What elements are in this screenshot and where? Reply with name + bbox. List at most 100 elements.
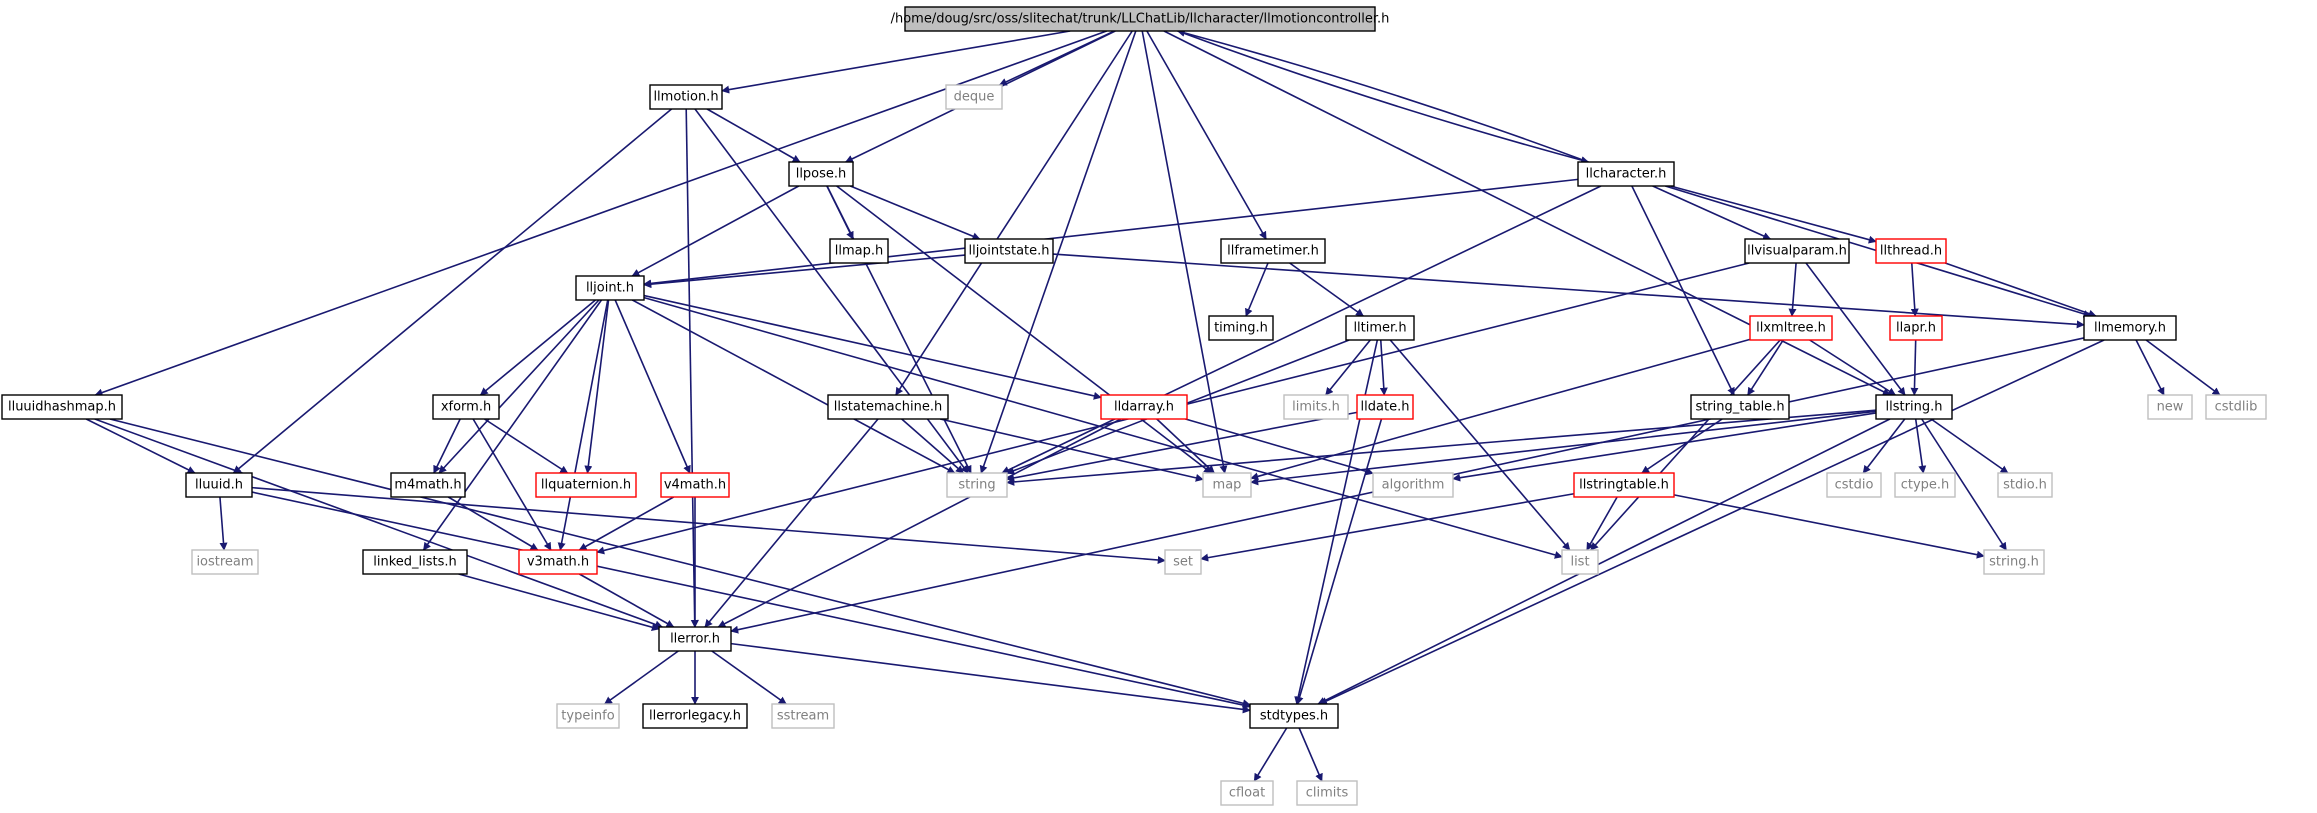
edge-llstatemachine-to-llerror bbox=[704, 418, 879, 628]
edge-llpose-to-lljointstate bbox=[849, 185, 981, 240]
edge-llcharacter-to-llvisualparam bbox=[1652, 185, 1772, 240]
node-label: lljointstate.h bbox=[968, 244, 1049, 259]
edge-lljoint-to-xform bbox=[479, 299, 596, 396]
node-m4math[interactable]: m4math.h bbox=[390, 472, 466, 498]
edge-llstring-to-algorithm bbox=[1452, 412, 1877, 482]
node-label: algorithm bbox=[1382, 478, 1445, 493]
node-label: lldate.h bbox=[1361, 400, 1410, 415]
edge-lluuidhashmap-to-llerror bbox=[94, 418, 664, 629]
edge-root-to-llcharacter bbox=[1177, 30, 1590, 164]
node-box bbox=[946, 472, 1008, 498]
edge-llapr-to-llstring bbox=[1910, 339, 1919, 396]
node-xform[interactable]: xform.h bbox=[432, 394, 500, 420]
node-label: limits.h bbox=[1292, 400, 1340, 415]
node-label: llframetimer.h bbox=[1227, 244, 1319, 259]
node-sstream: sstream bbox=[771, 703, 835, 729]
node-box bbox=[2147, 394, 2193, 420]
node-box bbox=[1749, 315, 1833, 341]
node-lljoint[interactable]: lljoint.h bbox=[575, 275, 645, 301]
edge-v3math-to-llerror bbox=[578, 573, 675, 628]
node-stdtypes[interactable]: stdtypes.h bbox=[1249, 703, 1339, 729]
edge-llthread-to-llmemory bbox=[1944, 262, 2097, 318]
node-label: list bbox=[1570, 555, 1589, 570]
node-box bbox=[1345, 315, 1415, 341]
node-llerror[interactable]: llerror.h bbox=[658, 626, 732, 652]
node-lldate[interactable]: lldate.h bbox=[1356, 394, 1414, 420]
edge-llstringtable-to-list bbox=[1586, 496, 1618, 551]
node-llapr[interactable]: llapr.h bbox=[1889, 315, 1943, 341]
edge-stdtypes-to-climits bbox=[1298, 727, 1323, 782]
node-label: llcharacter.h bbox=[1586, 167, 1667, 182]
node-linked-lists[interactable]: linked_lists.h bbox=[362, 549, 468, 575]
node-lljointstate[interactable]: lljointstate.h bbox=[964, 238, 1054, 264]
edge-lljoint-to-m4math bbox=[438, 299, 600, 474]
edge-root-to-lluuidhashmap bbox=[94, 30, 1107, 397]
edge-llstringtable-to-set bbox=[1200, 492, 1575, 562]
edge-llframetimer-to-lltimer bbox=[1289, 262, 1364, 317]
node-string-table[interactable]: string_table.h bbox=[1690, 394, 1790, 420]
node-llerrorlegacy[interactable]: llerrorlegacy.h bbox=[642, 703, 748, 729]
node-llstringtable[interactable]: llstringtable.h bbox=[1573, 472, 1675, 498]
node-llmotion[interactable]: llmotion.h bbox=[649, 84, 723, 110]
node-llframetimer[interactable]: llframetimer.h bbox=[1220, 238, 1326, 264]
node-lluuidhashmap[interactable]: lluuidhashmap.h bbox=[1, 394, 123, 420]
node-algorithm: algorithm bbox=[1372, 472, 1454, 498]
node-box bbox=[945, 84, 1003, 110]
edge-lltimer-to-lldate bbox=[1379, 339, 1388, 396]
node-box bbox=[1894, 472, 1956, 498]
node-box bbox=[1164, 549, 1202, 575]
node-box bbox=[1983, 549, 2045, 575]
node-climits: climits bbox=[1296, 780, 1358, 806]
node-cfloat: cfloat bbox=[1220, 780, 1274, 806]
node-llstatemachine[interactable]: llstatemachine.h bbox=[827, 394, 949, 420]
node-llpose[interactable]: llpose.h bbox=[788, 161, 854, 187]
node-v3math[interactable]: v3math.h bbox=[518, 549, 598, 575]
edge-xform-to-v3math bbox=[472, 418, 552, 551]
node-label: typeinfo bbox=[561, 709, 614, 724]
node-root[interactable]: /home/doug/src/oss/slitechat/trunk/LLCha… bbox=[891, 6, 1390, 32]
edge-llcharacter-to-root bbox=[1176, 29, 1589, 163]
edge-llvisualparam-to-llstring bbox=[1805, 262, 1906, 396]
node-label: llpose.h bbox=[796, 167, 847, 182]
edge-llerror-to-stdtypes bbox=[730, 642, 1251, 714]
edge-lluuidhashmap-to-stdtypes bbox=[109, 418, 1251, 708]
node-label: llerror.h bbox=[670, 632, 720, 647]
node-llvisualparam[interactable]: llvisualparam.h bbox=[1744, 238, 1850, 264]
node-box bbox=[1220, 238, 1326, 264]
node-box bbox=[1283, 394, 1349, 420]
edge-xform-to-llquaternion bbox=[484, 418, 569, 474]
edge-llframetimer-to-timing bbox=[1245, 262, 1269, 317]
node-label: string.h bbox=[1989, 555, 2039, 570]
edge-llvisualparam-to-llxmltree bbox=[1788, 262, 1797, 317]
node-lltimer[interactable]: lltimer.h bbox=[1345, 315, 1415, 341]
edge-llpose-to-map bbox=[836, 185, 1212, 474]
edge-llerror-to-typeinfo bbox=[604, 650, 679, 705]
node-llcharacter[interactable]: llcharacter.h bbox=[1577, 161, 1675, 187]
node-llthread[interactable]: llthread.h bbox=[1875, 238, 1947, 264]
node-lldarray[interactable]: lldarray.h bbox=[1100, 394, 1188, 420]
node-label: lltimer.h bbox=[1353, 321, 1406, 336]
node-label: v4math.h bbox=[664, 478, 726, 493]
node-v4math[interactable]: v4math.h bbox=[660, 472, 730, 498]
node-box bbox=[1208, 315, 1274, 341]
node-llquaternion[interactable]: llquaternion.h bbox=[535, 472, 637, 498]
node-label: lluuid.h bbox=[195, 478, 243, 493]
node-llmap[interactable]: llmap.h bbox=[829, 238, 889, 264]
node-label: deque bbox=[954, 90, 995, 105]
node-lluuid[interactable]: lluuid.h bbox=[185, 472, 253, 498]
edge-m4math-to-v3math bbox=[447, 496, 539, 551]
node-label: llthread.h bbox=[1880, 244, 1942, 259]
edge-llstring-to-ctype bbox=[1914, 418, 1927, 474]
edge-llmotion-to-lluuid bbox=[232, 108, 673, 474]
node-label: lldarray.h bbox=[1114, 400, 1174, 415]
node-llxmltree[interactable]: llxmltree.h bbox=[1749, 315, 1833, 341]
node-label: llquaternion.h bbox=[541, 478, 631, 493]
node-cstdio: cstdio bbox=[1826, 472, 1882, 498]
node-llmemory[interactable]: llmemory.h bbox=[2083, 315, 2177, 341]
node-box bbox=[1997, 472, 2053, 498]
edge-llmemory-to-cstdlib bbox=[2145, 339, 2221, 396]
edge-llxmltree-to-list bbox=[1590, 339, 1781, 551]
node-llstring[interactable]: llstring.h bbox=[1875, 394, 1953, 420]
node-label: sstream bbox=[777, 709, 829, 724]
node-timing[interactable]: timing.h bbox=[1208, 315, 1274, 341]
